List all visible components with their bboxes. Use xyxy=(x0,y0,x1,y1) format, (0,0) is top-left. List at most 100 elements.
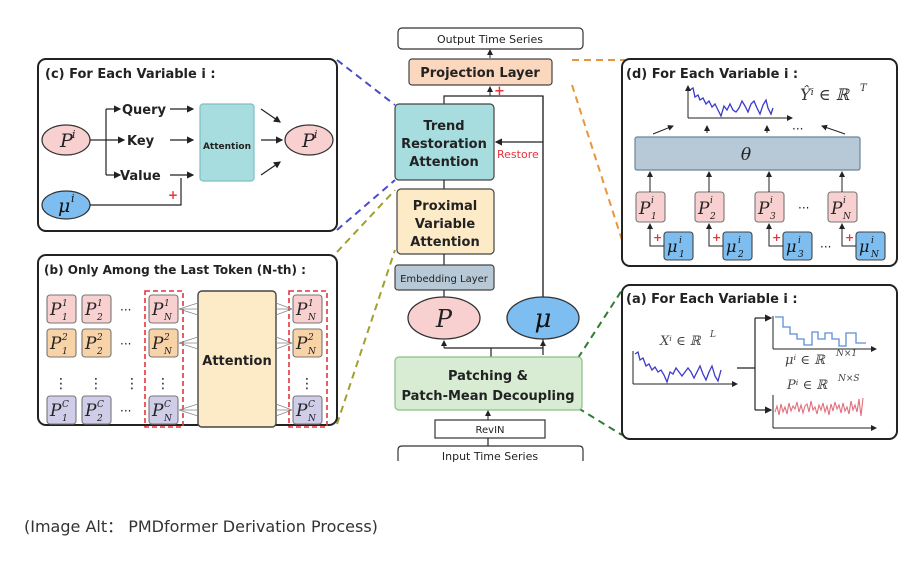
panel-d-theta-box xyxy=(634,136,861,171)
panel-b-token-r1c2-symbol: P xyxy=(151,334,164,354)
panel-b-attention-label: Attention xyxy=(202,354,271,369)
panel-b-output-token-r2-box xyxy=(292,395,323,425)
panel-a-p-label: Pⁱ ∈ ℝ xyxy=(786,378,828,393)
panel-d-mu-sub: 2 xyxy=(737,250,744,260)
panel-c-key: Key xyxy=(127,134,155,149)
connector-lines xyxy=(336,59,625,436)
panel-b-token-r0c1-box xyxy=(81,294,112,324)
p-symbol: P xyxy=(435,305,453,333)
panel-b-token-r2c2-sub: N xyxy=(163,414,173,424)
panel-d-mu-ellipsis: ··· xyxy=(820,240,831,254)
panel-d-patch-1-symbol: P xyxy=(638,199,651,219)
patching-label-1: Patching & xyxy=(448,369,528,384)
panel-d-patch-3-symbol: P xyxy=(757,199,770,219)
main-pipeline: Output Time Series Projection Layer + Tr… xyxy=(394,27,584,463)
patch-mean-step-line xyxy=(775,316,866,347)
panel-d-mu-sub: 1 xyxy=(679,250,685,260)
input-time-series-box xyxy=(397,445,584,461)
panel-c: (c) For Each Variable i : P i Query Key … xyxy=(37,58,338,232)
panel-d-yhat-sup: T xyxy=(860,83,868,94)
panel-c-query: Query xyxy=(122,103,167,118)
panel-d-plus: + xyxy=(845,231,854,244)
panel-b-output-token-r1-box xyxy=(292,328,323,358)
panel-b-left-highlight xyxy=(144,290,184,428)
panel-b-output-token-r2-sub: N xyxy=(307,414,317,424)
panel-b-token-r1c1-box xyxy=(81,328,112,358)
panel-b-output-token-r0-symbol: P xyxy=(295,300,308,320)
panel-c-p-out-label: P xyxy=(301,130,316,152)
panel-d-theta-label: θ xyxy=(741,145,751,165)
panel-b-token-r0c0-box xyxy=(46,294,77,324)
panel-b-token-r2c1-box xyxy=(81,395,112,425)
panel-a-frame xyxy=(621,284,898,440)
panel-d-patch-N-sub: N xyxy=(842,212,852,222)
connector-a-bottom xyxy=(577,407,623,436)
panel-d-plus: + xyxy=(772,231,781,244)
panel-a-input-chart xyxy=(632,350,738,387)
panel-d-patch-1-sup: i xyxy=(651,196,654,206)
panel-c-mu-label: μ xyxy=(58,195,70,217)
panel-d-patch-N-sup: i xyxy=(843,196,846,206)
panel-d-mu-symbol: μ xyxy=(667,237,677,256)
panel-d-mu-sup: i xyxy=(679,236,682,246)
panel-a-x-sup: L xyxy=(709,330,716,340)
panel-d-yhat-label: Ŷⁱ ∈ ℝ xyxy=(800,84,851,104)
input-time-series-label: Input Time Series xyxy=(442,450,538,463)
proximal-label-1: Proximal xyxy=(413,199,478,214)
panel-c-p-out-sup: i xyxy=(314,128,318,141)
panel-a-residual-chart xyxy=(772,395,877,431)
connector-a-top xyxy=(577,289,623,359)
panel-b-vdots: ⋮ xyxy=(54,376,68,392)
panel-b-token-r1c1-symbol: P xyxy=(84,334,97,354)
panel-b-token-r0c1-symbol: P xyxy=(84,300,97,320)
panel-b-vdots: ⋮ xyxy=(300,376,314,392)
revin-label: RevIN xyxy=(476,425,505,436)
panel-b-token-r2c0-sup: C xyxy=(62,400,69,410)
panel-b-token-r2c0-box xyxy=(46,395,77,425)
panel-d-patch-N-symbol: P xyxy=(830,199,843,219)
panel-b-output-token-r2-sup: C xyxy=(308,400,315,410)
panel-c-attention-box xyxy=(199,103,255,182)
panel-d-mu-sup: i xyxy=(871,236,874,246)
panel-b-title: (b) Only Among the Last Token (N-th) : xyxy=(44,263,306,277)
panel-b-token-r0c2-symbol: P xyxy=(151,300,164,320)
panel-c-value: Value xyxy=(120,169,161,184)
panel-d-mu-sub: N xyxy=(870,250,880,260)
embedding-layer-label: Embedding Layer xyxy=(400,274,489,285)
panel-a-x-label: Xⁱ ∈ ℝ xyxy=(659,334,702,349)
patch-residual-line xyxy=(774,397,864,417)
image-caption: (Image Alt： PMDformer Derivation Process… xyxy=(24,517,378,536)
panel-d-patch-3-sub: 3 xyxy=(770,212,776,222)
panel-b-row-ellipsis: ··· xyxy=(120,404,131,418)
panel-b-output-token-r2-symbol: P xyxy=(295,401,308,421)
connector-c-top xyxy=(336,59,396,106)
panel-b-token-r0c2-sup: 1 xyxy=(164,299,170,309)
panel-b-token-r1c2-sub: N xyxy=(163,347,173,357)
panel-c-p-in-label: P xyxy=(59,130,74,152)
restore-label: Restore xyxy=(497,148,539,161)
connector-b-bottom xyxy=(336,249,396,425)
panel-b-vdots: ⋮ xyxy=(125,376,139,392)
panel-b-token-r0c2-sub: N xyxy=(163,313,173,323)
panel-a-mu-sup: N×1 xyxy=(835,349,857,359)
proximal-label-2: Variable xyxy=(415,217,476,232)
revin-box xyxy=(434,419,546,439)
panel-d-mu-sup: i xyxy=(738,236,741,246)
panel-d-plus: + xyxy=(712,231,721,244)
panel-c-mu-sup: i xyxy=(71,192,75,205)
panel-a-mu-label: μⁱ ∈ ℝ xyxy=(785,353,826,368)
proximal-label-3: Attention xyxy=(410,235,479,250)
